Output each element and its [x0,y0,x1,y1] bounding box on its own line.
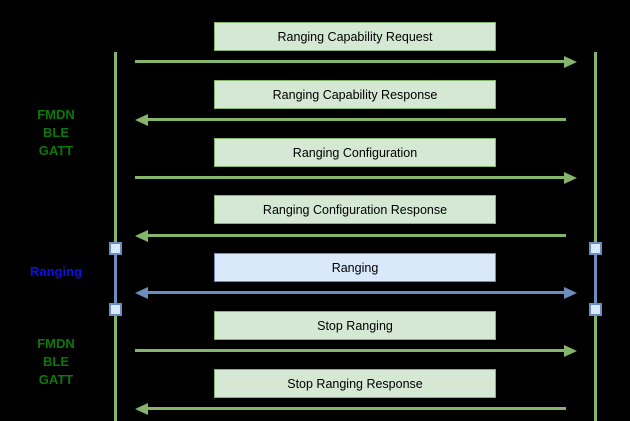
arrow-shaft [148,234,566,237]
phase-label-line: GATT [38,372,74,387]
arrowhead-left-icon [135,113,148,126]
activation-square [589,303,602,316]
message-box-stop-ranging: Stop Ranging [214,311,496,340]
message-box-ranging-capability-request: Ranging Capability Request [214,22,496,51]
lifeline-right [594,52,597,421]
message-label: Ranging Capability Response [272,87,438,102]
phase-label-ranging: Ranging [15,263,97,281]
arrow-shaft [135,176,564,179]
activation-bar-left [114,248,117,309]
arrowhead-right-icon [564,286,577,299]
message-box-ranging: Ranging [214,253,496,282]
message-label: Ranging Configuration [292,145,418,160]
activation-bar-right [594,248,597,309]
message-label: Ranging [331,260,379,275]
arrow-left [135,229,566,242]
phase-label-line: Ranging [30,264,82,279]
message-label: Ranging Configuration Response [262,202,448,217]
phase-label-line: BLE [43,125,69,140]
phase-label-line: GATT [38,143,74,158]
message-box-ranging-configuration-response: Ranging Configuration Response [214,195,496,224]
phase-label-line: FMDN [37,336,75,351]
arrow-right [135,55,577,68]
message-label: Stop Ranging [317,318,393,333]
activation-square [109,303,122,316]
arrowhead-left-icon [135,402,148,415]
arrow-right [135,344,577,357]
arrow-shaft [148,407,566,410]
message-box-ranging-configuration: Ranging Configuration [214,138,496,167]
arrowhead-left-icon [135,286,148,299]
arrow-right [135,171,577,184]
arrowhead-left-icon [135,229,148,242]
arrow-shaft [148,291,564,294]
arrowhead-right-icon [564,55,577,68]
activation-square [589,242,602,255]
message-label: Stop Ranging Response [287,376,423,391]
arrow-left [135,402,566,415]
message-label: Ranging Capability Request [277,29,433,44]
phase-label-line: FMDN [37,107,75,122]
arrow-shaft [148,118,566,121]
arrow-left [135,113,566,126]
phase-label-line: BLE [43,354,69,369]
arrow-bidirectional [135,286,577,299]
arrowhead-right-icon [564,344,577,357]
message-box-stop-ranging-response: Stop Ranging Response [214,369,496,398]
message-box-ranging-capability-response: Ranging Capability Response [214,80,496,109]
phase-label-fmdn-ble-gatt-bottom: FMDN BLE GATT [15,335,97,389]
arrow-shaft [135,349,564,352]
arrowhead-right-icon [564,171,577,184]
phase-label-fmdn-ble-gatt-top: FMDN BLE GATT [15,106,97,160]
arrow-shaft [135,60,564,63]
lifeline-left [114,52,117,421]
activation-square [109,242,122,255]
